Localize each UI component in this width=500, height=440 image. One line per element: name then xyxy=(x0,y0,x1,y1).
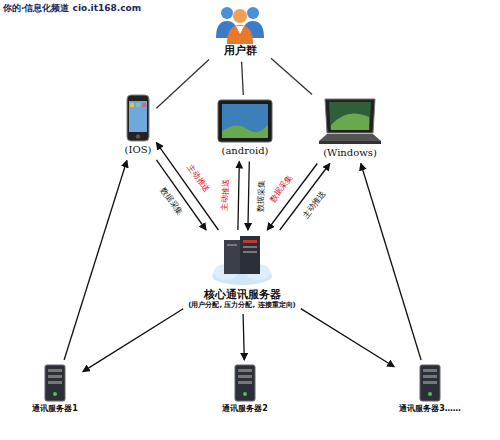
device-node: (Windows) xyxy=(314,95,386,162)
connector-arrow xyxy=(64,161,127,361)
edge-label: 数据采集 xyxy=(257,179,267,213)
edge-label: 主动推送 xyxy=(185,162,212,195)
core-server-node: 核心通讯服务器(用户分配, 压力分配, 连接重定向) xyxy=(185,232,299,312)
node-title: 通讯服务器3…… xyxy=(399,404,461,414)
node-title: 通讯服务器2 xyxy=(222,404,268,414)
node-title: (Windows) xyxy=(317,147,383,160)
users-icon xyxy=(214,4,266,44)
laptop-icon xyxy=(317,97,383,145)
connector-arrow xyxy=(243,314,244,360)
device-node: (IOS) xyxy=(122,92,155,159)
connector-arrow xyxy=(83,309,183,372)
edge-label: 数据采集 xyxy=(268,173,295,205)
phone-icon xyxy=(126,94,150,142)
connector-arrow xyxy=(301,309,394,367)
node-title: 用户群 xyxy=(214,44,266,58)
edge-label: 主动推送 xyxy=(301,188,328,220)
server-icon xyxy=(229,364,261,402)
server-icon xyxy=(414,364,446,402)
connector-arrow xyxy=(238,162,239,231)
node-title: (android) xyxy=(217,145,273,158)
tablet-icon xyxy=(217,99,273,143)
server-node: 通讯服务器3…… xyxy=(396,362,464,416)
connector-arrow xyxy=(156,143,218,230)
connector-arrow xyxy=(267,164,317,231)
edge-label: 数据采集 xyxy=(157,186,184,219)
connector-arrow xyxy=(242,62,244,95)
node-title: 通讯服务器1 xyxy=(32,404,78,414)
node-subtitle: (用户分配, 压力分配, 连接重定向) xyxy=(188,301,296,310)
connector-arrow xyxy=(361,164,421,361)
server-node: 通讯服务器2 xyxy=(219,362,271,416)
core-icon xyxy=(210,234,274,286)
connector-arrow xyxy=(156,160,206,230)
device-node: (android) xyxy=(214,97,276,160)
edge-label: 主动推送 xyxy=(221,178,231,212)
node-title: (IOS) xyxy=(125,144,152,157)
connector-arrow xyxy=(271,58,312,94)
node-title: 核心通讯服务器 xyxy=(188,288,296,301)
connector-arrow xyxy=(156,60,209,109)
user-group-node: 用户群 xyxy=(211,2,269,60)
server-icon xyxy=(39,364,71,402)
watermark: 你的·信息化频道 cio.it168.com xyxy=(3,2,141,15)
server-node: 通讯服务器1 xyxy=(29,362,81,416)
connector-arrow xyxy=(248,162,249,231)
